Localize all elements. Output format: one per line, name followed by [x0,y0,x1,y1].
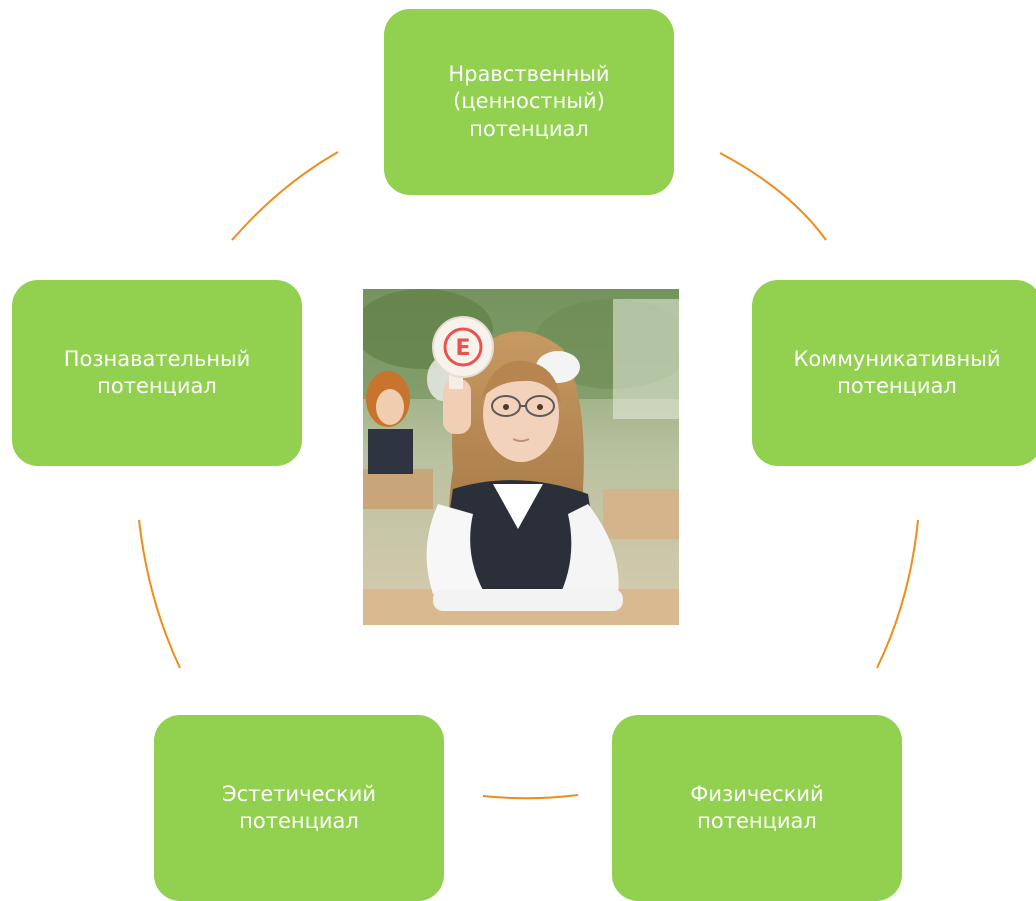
node-physical-potential-label: Физический потенциал [690,781,824,833]
arc-bottom [482,794,579,800]
node-communicative-potential: Коммуникативный потенциал [752,280,1036,466]
node-cognitive-potential: Познавательный потенциал [12,280,302,466]
arc-right-bottom-right [876,519,919,669]
schoolgirl-illustration: E [363,289,679,625]
node-moral-potential-label: Нравственный (ценностный) потенциал [448,62,610,141]
arc-bottom-left-left [138,519,181,669]
node-physical-potential: Физический потенциал [612,715,902,901]
node-aesthetic-potential: Эстетический потенциал [154,715,444,901]
card-letter: E [455,336,470,361]
node-cognitive-potential-label: Познавательный потенциал [63,346,251,398]
arc-top-right [719,152,827,241]
node-moral-potential: Нравственный (ценностный) потенциал [384,9,674,195]
center-photo-schoolgirl: E [363,289,679,625]
node-aesthetic-potential-label: Эстетический потенциал [221,781,377,833]
arc-left-top [231,151,339,241]
node-communicative-potential-label: Коммуникативный потенциал [793,346,1001,398]
